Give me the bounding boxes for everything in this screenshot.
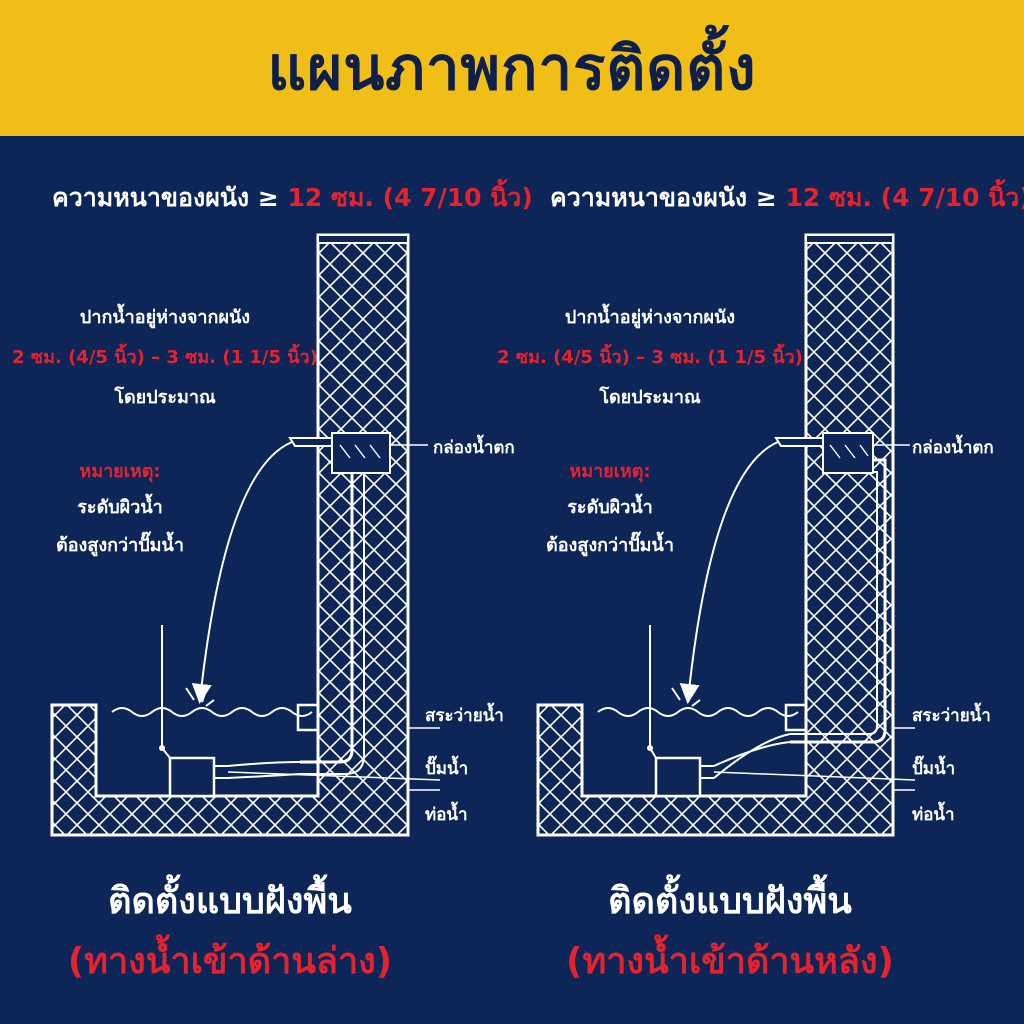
right-water-pipe: [790, 458, 887, 744]
right-label-waterfall-box: กล่องน้ำตก: [912, 438, 994, 458]
right-caption-line2: (ทางน้ำเข้าด้านหลัง): [566, 941, 894, 982]
right-pump-cable: [649, 625, 657, 759]
left-wall-thickness-value: 12 ซม. (4 7/10 นิ้ว): [287, 183, 533, 212]
right-outlet-distance-line2: 2 ซม. (4/5 นิ้ว) – 3 ซม. (1 1/5 นิ้ว): [497, 347, 803, 368]
left-label-pipe: ท่อน้ำ: [425, 805, 468, 825]
left-installation-diagram: [50, 233, 441, 837]
left-water-pipe: [300, 473, 354, 764]
left-wall-step: [296, 703, 318, 732]
right-water-stream: [679, 441, 779, 704]
left-pump: [168, 756, 216, 798]
left-wall-thickness: ความหนาของผนัง ≥ 12 ซม. (4 7/10 นิ้ว): [52, 178, 533, 218]
right-wall-thickness-value: 12 ซม. (4 7/10 นิ้ว): [785, 183, 1024, 212]
right-wall-cap: [805, 234, 894, 244]
right-note-line2: ต้องสูงกว่าปั๊มน้ำ: [546, 535, 674, 556]
right-outlet-distance-line3: โดยประมาณ: [599, 387, 701, 408]
right-wall-step: [784, 703, 806, 732]
right-outlet-distance-line1: ปากน้ำอยู่ห่างจากผนัง: [564, 307, 736, 328]
right-label-pool: สระว่ายน้ำ: [912, 706, 991, 726]
right-spout: [774, 437, 824, 447]
right-note-line1: ระดับผิวน้ำ: [567, 497, 653, 518]
left-pump-cable: [161, 625, 171, 759]
left-caption-line2: (ทางน้ำเข้าด้านล่าง): [67, 941, 393, 982]
right-waterfall-box: [822, 432, 874, 474]
right-leader-pump: [713, 771, 916, 781]
right-installation-diagram: [536, 233, 916, 837]
right-water-surface: [597, 707, 799, 717]
left-wall-thickness-label: ความหนาของผนัง ≥: [52, 183, 279, 212]
left-outlet-distance-line1: ปากน้ำอยู่ห่างจากผนัง: [79, 307, 251, 328]
left-leader-pump: [227, 771, 441, 781]
left-water-surface: [111, 707, 313, 717]
page-title: แผนภาพการติดตั้ง: [267, 33, 757, 104]
left-wall-cap: [317, 234, 409, 244]
right-caption-line1: ติดตั้งแบบฝังพื้น: [608, 881, 852, 922]
left-note-line2: ต้องสูงกว่าปั๊มน้ำ: [56, 535, 184, 556]
left-label-waterfall-box: กล่องน้ำตก: [433, 438, 515, 458]
right-concrete-structure: [536, 233, 895, 837]
right-wall-thickness-label: ความหนาของผนัง ≥: [550, 183, 777, 212]
left-spout: [288, 437, 333, 447]
left-outlet-distance-line2: 2 ซม. (4/5 นิ้ว) – 3 ซม. (1 1/5 นิ้ว): [12, 347, 318, 368]
right-label-pipe: ท่อน้ำ: [912, 805, 955, 825]
left-note-title: หมายเหตุ:: [79, 461, 161, 482]
left-water-stream: [191, 441, 293, 704]
left-note-line1: ระดับผิวน้ำ: [77, 497, 163, 518]
right-wall-thickness: ความหนาของผนัง ≥ 12 ซม. (4 7/10 นิ้ว): [550, 178, 1024, 218]
right-note-title: หมายเหตุ:: [569, 461, 651, 482]
left-caption-line1: ติดตั้งแบบฝังพื้น: [108, 881, 352, 922]
left-label-pool: สระว่ายน้ำ: [425, 706, 504, 726]
right-label-pump: ปั๊มน้ำ: [912, 759, 956, 779]
left-outlet-distance-line3: โดยประมาณ: [114, 387, 216, 408]
left-concrete-structure: [50, 233, 410, 837]
left-label-pump: ปั๊มน้ำ: [425, 759, 469, 779]
header-banner: แผนภาพการติดตั้ง: [0, 0, 1024, 136]
right-pump: [654, 756, 702, 798]
